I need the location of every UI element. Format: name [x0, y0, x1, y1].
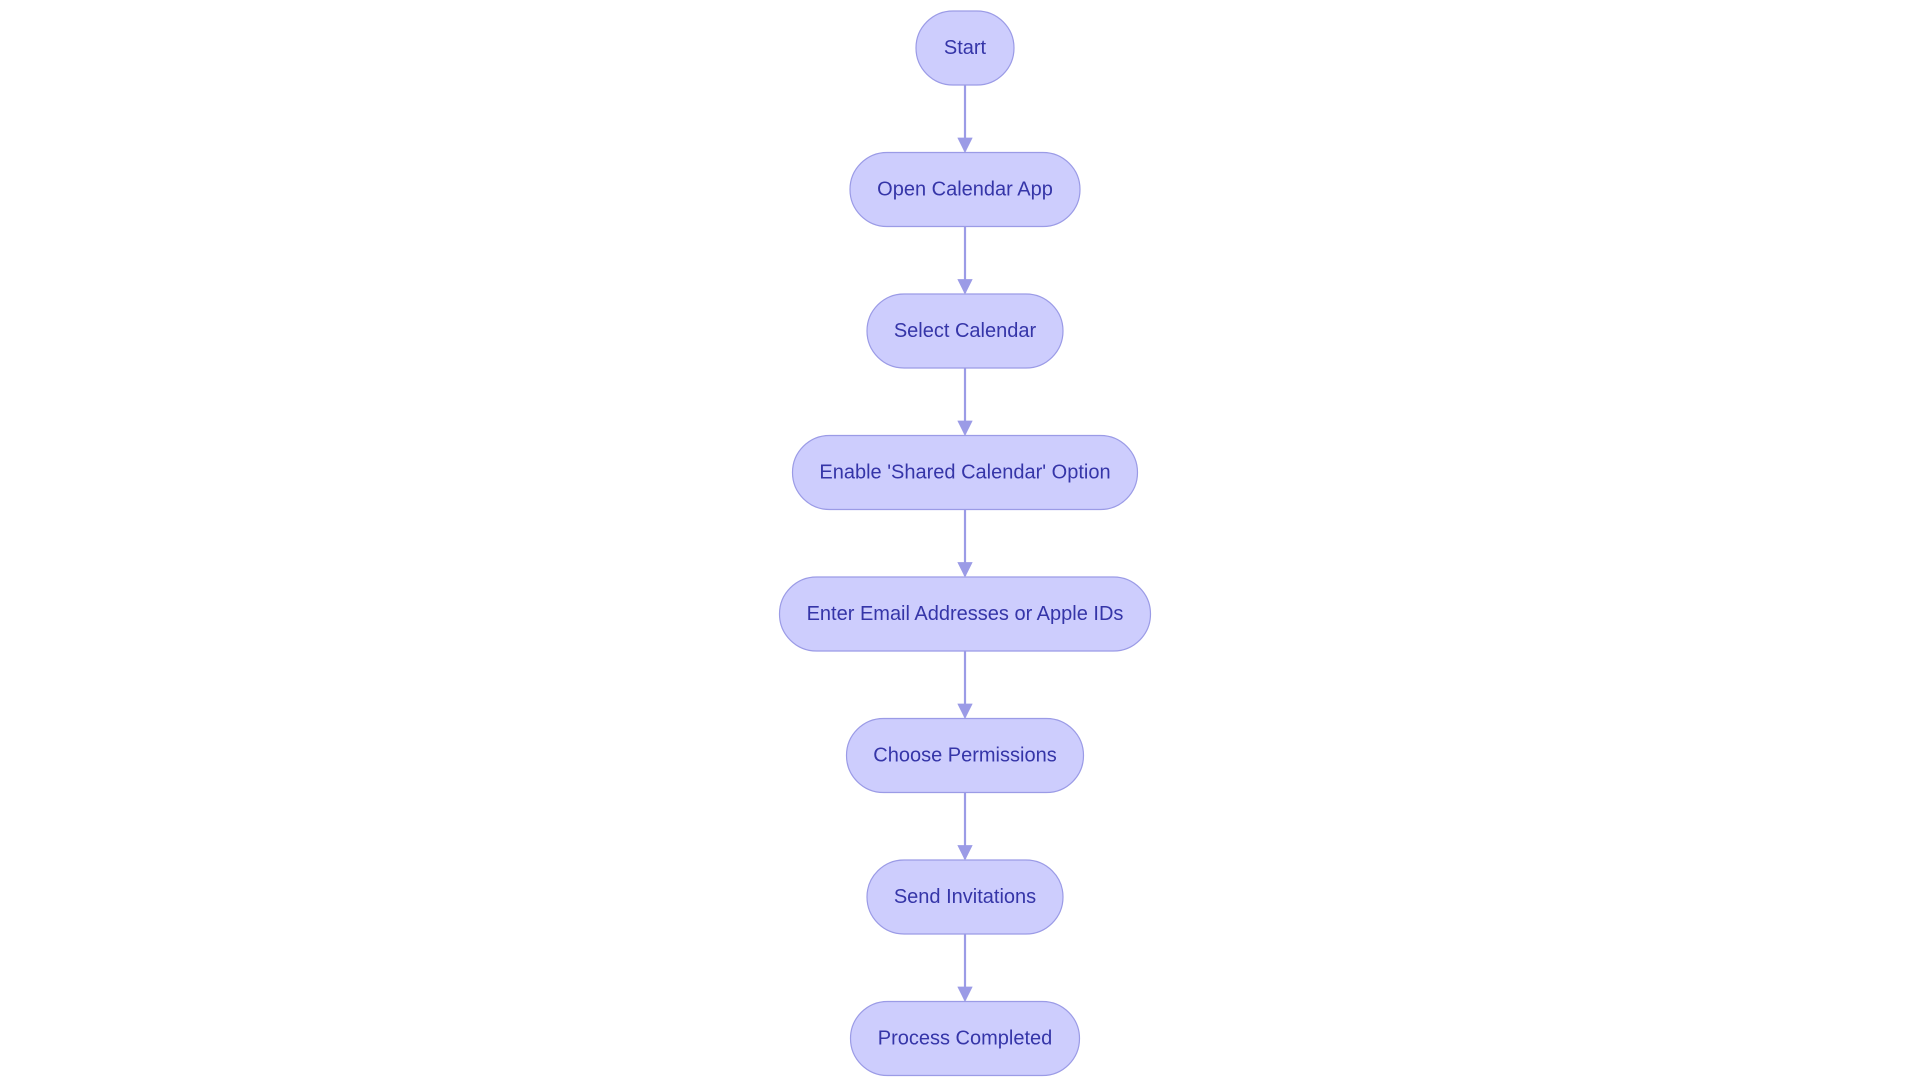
node-shape	[791, 434, 1139, 511]
node-send-invitations: Send Invitations	[866, 859, 1064, 935]
node-select-calendar: Select Calendar	[866, 293, 1064, 369]
node-shape	[849, 151, 1081, 228]
node-enable-shared-calendar-option: Enable 'Shared Calendar' Option	[791, 434, 1139, 511]
node-label: Process Completed	[878, 1028, 1053, 1050]
node-shape	[778, 576, 1152, 652]
node-process-completed: Process Completed	[849, 1000, 1081, 1077]
node-shape	[845, 717, 1085, 794]
node-label: Choose Permissions	[873, 745, 1056, 767]
node-shape	[849, 1000, 1081, 1077]
node-label: Send Invitations	[894, 886, 1036, 908]
node-shape	[915, 10, 1015, 86]
node-open-calendar-app: Open Calendar App	[849, 151, 1081, 228]
node-label: Select Calendar	[894, 320, 1037, 342]
node-label: Enable 'Shared Calendar' Option	[819, 462, 1110, 484]
node-choose-permissions: Choose Permissions	[845, 717, 1085, 794]
node-shape	[866, 293, 1064, 369]
node-shape	[866, 859, 1064, 935]
node-start: Start	[915, 10, 1015, 86]
node-enter-email-addresses: Enter Email Addresses or Apple IDs	[778, 576, 1152, 652]
node-label: Start	[944, 37, 987, 59]
node-label: Open Calendar App	[877, 179, 1053, 201]
node-label: Enter Email Addresses or Apple IDs	[807, 603, 1124, 625]
